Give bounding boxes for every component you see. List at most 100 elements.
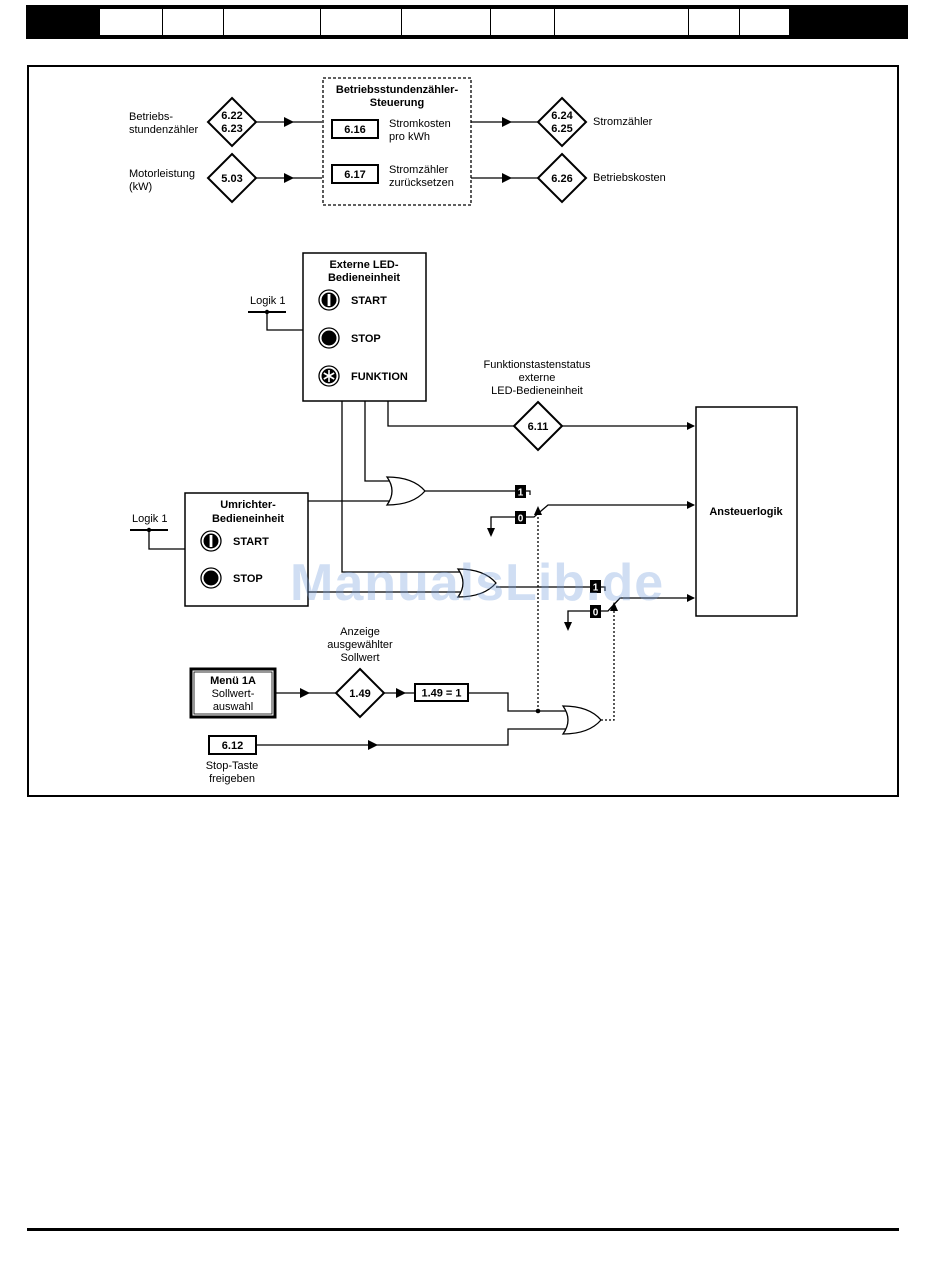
selected-reference-indicator: Anzeige ausgewählter Sollwert 1.49 <box>327 626 393 719</box>
start-label: START <box>351 295 387 307</box>
hours-label: stundenzähler <box>129 124 198 136</box>
header-table <box>100 9 790 35</box>
diagram-frame <box>27 65 899 797</box>
block-title: Steuerung <box>370 97 424 109</box>
parameter-diamond[interactable] <box>512 400 564 452</box>
hours-input: Betriebs- stundenzähler 6.22 6.23 <box>129 96 258 148</box>
parameter-number: 6.23 <box>221 123 242 135</box>
parameter-diamond[interactable] <box>206 96 258 148</box>
switch-label: 0 <box>518 514 524 525</box>
indicator-label: ausgewählter <box>327 639 393 651</box>
switch-label: 0 <box>593 608 599 619</box>
signal-line <box>387 401 514 427</box>
status-label: Funktionstastenstatus <box>483 359 591 371</box>
parameter-number: 6.25 <box>551 123 572 135</box>
or-gate <box>561 705 602 735</box>
signal-line <box>341 401 461 573</box>
arrow <box>534 506 542 515</box>
parameter-label: zurücksetzen <box>389 177 454 189</box>
status-label: externe <box>519 372 556 384</box>
start-button-icon[interactable] <box>318 289 340 311</box>
power-input: Motorleistung (kW) 5.03 <box>129 152 258 204</box>
menu-label: Sollwert- <box>212 688 255 700</box>
menu-1a-block[interactable]: Menü 1A Sollwert- auswahl <box>189 667 277 719</box>
arrow <box>284 117 294 127</box>
control-line <box>601 610 615 721</box>
or-gate <box>385 476 426 506</box>
block-title: Bedieneinheit <box>328 272 400 284</box>
cost-output: 6.26 Betriebskosten <box>536 152 666 204</box>
led-logic-1: Logik 1 <box>248 295 303 331</box>
led-keypad-block: Externe LED- Bedieneinheit START STOP FU… <box>302 252 427 402</box>
meter-control-block: Betriebsstundenzähler- Steuerung 6.16 St… <box>322 77 472 206</box>
signal-line <box>256 728 566 746</box>
signal-line <box>364 401 390 482</box>
stop-button-icon[interactable] <box>318 327 340 349</box>
header-cell[interactable] <box>491 9 555 35</box>
header-cell[interactable] <box>689 9 740 35</box>
stop-enable-label: Stop-Taste <box>206 760 259 772</box>
logic-label: Logik 1 <box>250 295 285 307</box>
arrow <box>396 688 406 698</box>
parameter-number: 6.16 <box>344 124 365 136</box>
stop-label: STOP <box>233 573 263 585</box>
parameter-label: Stromkosten <box>389 118 451 130</box>
arrow <box>502 117 512 127</box>
selector-switch: 1 0 <box>487 485 695 537</box>
parameter-diamond[interactable] <box>206 152 258 204</box>
start-label: START <box>233 536 269 548</box>
header-cell[interactable] <box>740 9 790 35</box>
block-title: Bedieneinheit <box>212 513 284 525</box>
stop-button-icon[interactable] <box>200 567 222 589</box>
parameter-diamond[interactable] <box>334 667 386 719</box>
parameter-number: 1.49 <box>349 688 370 700</box>
parameter-diamond[interactable] <box>536 96 588 148</box>
control-logic-block: Ansteuerlogik <box>695 406 798 617</box>
power-label: Motorleistung <box>129 168 195 180</box>
hours-label: Betriebs- <box>129 111 173 123</box>
parameter-number: 6.24 <box>551 110 573 122</box>
arrow <box>368 740 378 750</box>
parameter-number: 6.22 <box>221 110 242 122</box>
parameter-number: 5.03 <box>221 173 242 185</box>
stop-enable-label: freigeben <box>209 773 255 785</box>
stop-enable: 6.12 Stop-Taste freigeben <box>206 735 259 785</box>
parameter-box[interactable] <box>331 164 379 184</box>
arrow <box>300 688 310 698</box>
signal-line <box>468 692 566 712</box>
parameter-box[interactable] <box>331 119 379 139</box>
drive-logic-1: Logik 1 <box>130 513 185 550</box>
parameter-number: 6.12 <box>222 740 243 752</box>
power-label: (kW) <box>129 181 152 193</box>
switch-label: 1 <box>518 488 524 499</box>
indicator-label: Anzeige <box>340 626 380 638</box>
header-cell[interactable] <box>402 9 491 35</box>
condition-box: 1.49 = 1 <box>414 683 469 702</box>
footer-rule <box>27 1228 899 1231</box>
block-title: Ansteuerlogik <box>709 506 783 518</box>
header-cell[interactable] <box>321 9 402 35</box>
indicator-label: Sollwert <box>340 652 379 664</box>
function-label: FUNKTION <box>351 371 408 383</box>
energy-output: 6.24 6.25 Stromzähler <box>536 96 653 148</box>
stop-label: STOP <box>351 333 381 345</box>
function-button-icon[interactable] <box>318 365 340 387</box>
menu-label: auswahl <box>213 701 253 713</box>
parameter-number: 6.11 <box>528 421 549 433</box>
drive-keypad-block: Umrichter- Bedieneinheit START STOP <box>184 492 309 607</box>
header-cell[interactable] <box>555 9 689 35</box>
header-cell[interactable] <box>100 9 163 35</box>
logic-label: Logik 1 <box>132 513 167 525</box>
arrow <box>502 173 512 183</box>
parameter-diamond[interactable] <box>536 152 588 204</box>
parameter-number: 6.26 <box>551 173 572 185</box>
parameter-number: 6.17 <box>344 169 365 181</box>
condition-text: 1.49 = 1 <box>421 688 461 700</box>
header-cell[interactable] <box>163 9 224 35</box>
start-button-icon[interactable] <box>200 530 222 552</box>
cost-label: Betriebskosten <box>593 172 666 184</box>
header-cell[interactable] <box>224 9 321 35</box>
menu-title: Menü 1A <box>210 675 256 687</box>
parameter-label: pro kWh <box>389 131 430 143</box>
